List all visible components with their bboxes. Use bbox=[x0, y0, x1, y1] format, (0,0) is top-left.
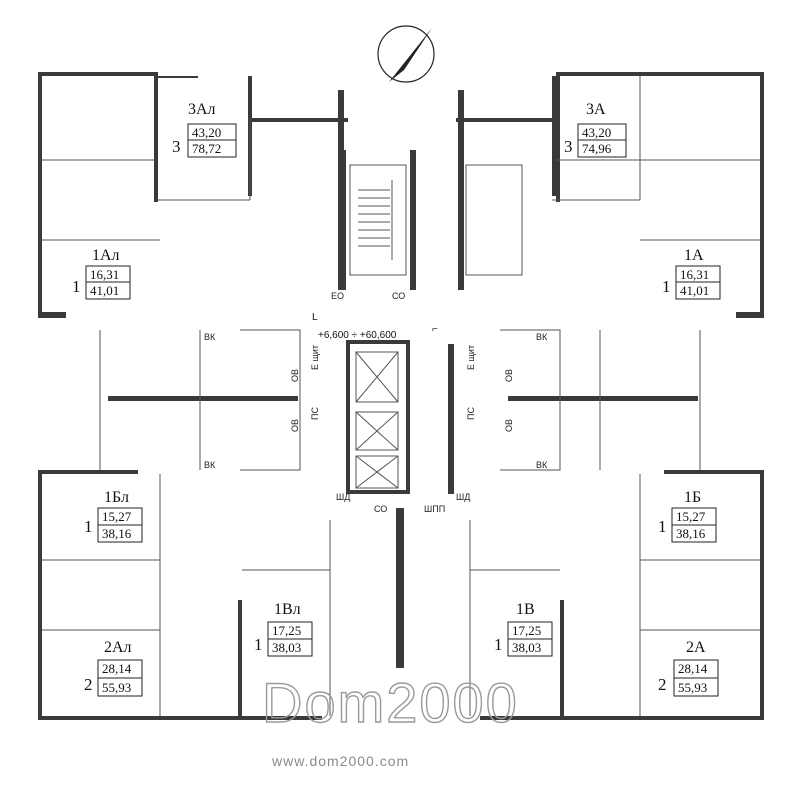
unit-code: 3А bbox=[586, 101, 606, 118]
label-l-mark: L bbox=[312, 312, 318, 323]
living-area: 28,14 bbox=[678, 661, 708, 676]
total-area: 38,16 bbox=[676, 526, 706, 541]
room-count: 3 bbox=[564, 137, 573, 156]
label-corner-mark: ⌐ bbox=[432, 324, 438, 335]
unit-1v: 1В 1 17,25 38,03 bbox=[494, 601, 553, 657]
total-area: 55,93 bbox=[102, 680, 131, 695]
total-area: 41,01 bbox=[680, 283, 709, 298]
interior-partitions bbox=[42, 76, 760, 716]
living-area: 28,14 bbox=[102, 661, 132, 676]
unit-1al: 1Ал 1 16,31 41,01 bbox=[72, 247, 131, 300]
stair-flight bbox=[358, 180, 393, 260]
label-co-top: СО bbox=[392, 291, 405, 301]
living-area: 15,27 bbox=[102, 509, 132, 524]
label-vk-left: ВК bbox=[204, 332, 216, 342]
label-shd-right: ШД bbox=[456, 492, 470, 502]
building-walls bbox=[38, 72, 764, 720]
elevation-label: +6,600 ÷ +60,600 bbox=[318, 330, 397, 341]
room-count: 1 bbox=[494, 635, 503, 654]
label-ov-left-2: ОВ bbox=[290, 419, 300, 432]
room-count: 1 bbox=[84, 517, 93, 536]
living-area: 16,31 bbox=[90, 267, 119, 282]
living-area: 43,20 bbox=[192, 125, 221, 140]
room-count: 1 bbox=[254, 635, 263, 654]
label-vk-right: ВК bbox=[536, 332, 548, 342]
unit-3al: 3Ал 3 43,20 78,72 bbox=[172, 101, 237, 158]
label-vk-left-bottom: ВК bbox=[204, 460, 216, 470]
label-ps-right: ПС bbox=[466, 407, 476, 420]
elevator-shafts bbox=[355, 351, 399, 489]
living-area: 15,27 bbox=[676, 509, 706, 524]
total-area: 38,03 bbox=[272, 640, 301, 655]
label-eo: ЕО bbox=[331, 291, 344, 301]
watermark-url: www.dom2000.com bbox=[271, 753, 409, 769]
watermark-brand: Dom2000 bbox=[262, 671, 519, 734]
living-area: 16,31 bbox=[680, 267, 709, 282]
total-area: 55,93 bbox=[678, 680, 707, 695]
label-vk-right-bottom: ВК bbox=[536, 460, 548, 470]
total-area: 41,01 bbox=[90, 283, 119, 298]
unit-code: 1Вл bbox=[274, 601, 301, 618]
unit-code: 1А bbox=[684, 247, 704, 264]
label-shd-left: ШД bbox=[336, 492, 350, 502]
unit-3a: 3А 3 43,20 74,96 bbox=[564, 101, 627, 158]
label-eshchit-left: Е щит bbox=[310, 345, 320, 370]
label-ov-left-1: ОВ bbox=[290, 369, 300, 382]
unit-code: 1В bbox=[516, 601, 535, 618]
unit-1bl: 1Бл 1 15,27 38,16 bbox=[84, 489, 143, 543]
room-count: 3 bbox=[172, 137, 181, 156]
total-area: 38,16 bbox=[102, 526, 132, 541]
room-count: 1 bbox=[658, 517, 667, 536]
room-count: 1 bbox=[662, 277, 671, 296]
unit-2a: 2А 2 28,14 55,93 bbox=[658, 639, 719, 697]
core-labels: ЕО СО ВК ВК ВК ВК Е щит Е щит ПС ПС ОВ О… bbox=[204, 291, 548, 514]
label-eshchit-right: Е щит bbox=[466, 345, 476, 370]
watermark: Dom2000 www.dom2000.com bbox=[261, 670, 519, 769]
total-area: 78,72 bbox=[192, 141, 221, 156]
unit-2al: 2Ал 2 28,14 55,93 bbox=[84, 639, 143, 697]
unit-code: 3Ал bbox=[188, 101, 216, 118]
unit-1vl: 1Вл 1 17,25 38,03 bbox=[254, 601, 313, 657]
label-ps-left: ПС bbox=[310, 407, 320, 420]
room-count: 2 bbox=[658, 675, 667, 694]
unit-code: 2Ал bbox=[104, 639, 132, 656]
unit-code: 1Ал bbox=[92, 247, 120, 264]
north-arrow-icon bbox=[377, 25, 435, 83]
living-area: 17,25 bbox=[272, 623, 301, 638]
unit-1a: 1А 1 16,31 41,01 bbox=[662, 247, 721, 300]
total-area: 74,96 bbox=[582, 141, 612, 156]
unit-code: 1Бл bbox=[104, 489, 129, 506]
unit-code: 1Б bbox=[684, 489, 701, 506]
total-area: 38,03 bbox=[512, 640, 541, 655]
label-co-bottom: СО bbox=[374, 504, 387, 514]
living-area: 17,25 bbox=[512, 623, 541, 638]
room-count: 2 bbox=[84, 675, 93, 694]
unit-code: 2А bbox=[686, 639, 706, 656]
label-ov-right-2: ОВ bbox=[504, 419, 514, 432]
room-count: 1 bbox=[72, 277, 81, 296]
unit-1b: 1Б 1 15,27 38,16 bbox=[658, 489, 717, 543]
label-shpp: ШПП bbox=[424, 504, 445, 514]
label-ov-right-1: ОВ bbox=[504, 369, 514, 382]
living-area: 43,20 bbox=[582, 125, 611, 140]
